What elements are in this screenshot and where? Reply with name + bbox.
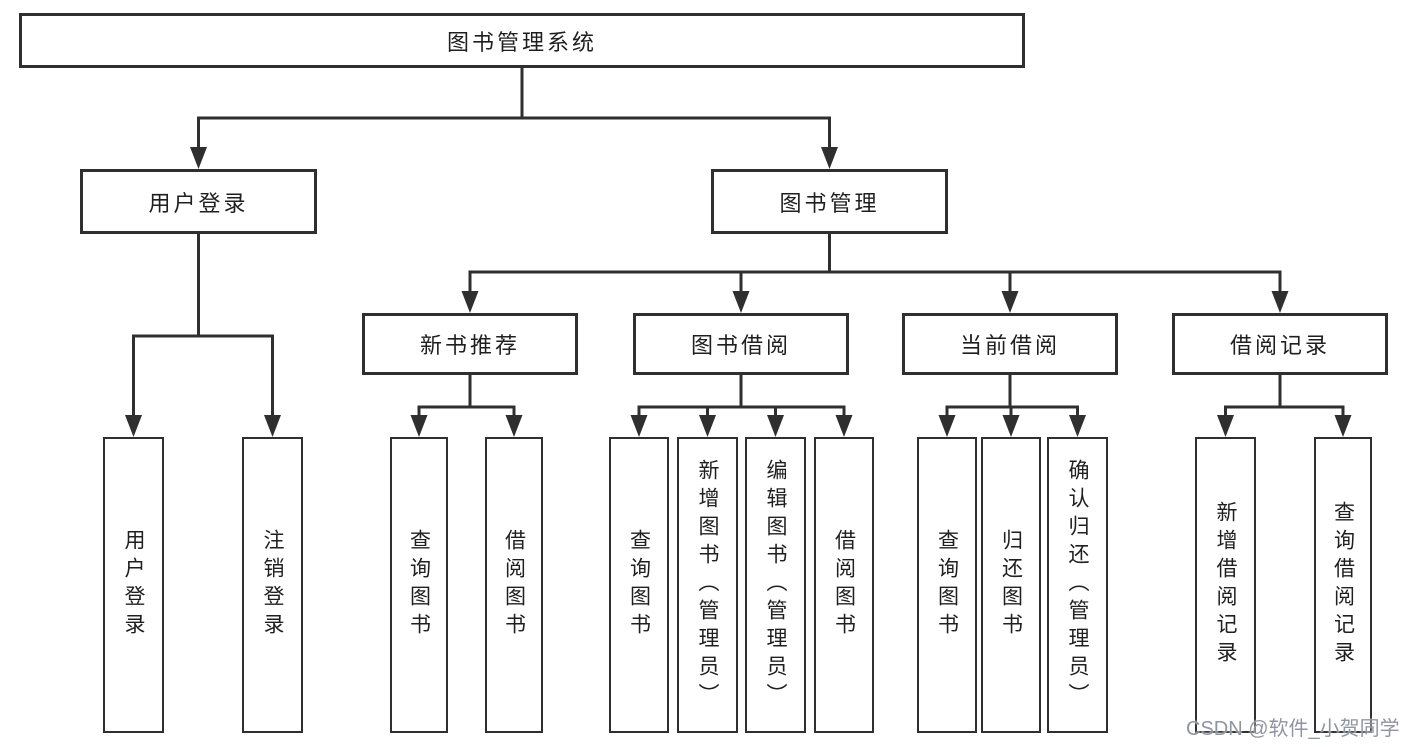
leaf-add-borrow-record: 新增借阅记录 [1195,437,1256,733]
node-current-borrow: 当前借阅 [902,313,1118,375]
arrow-icon [190,147,207,169]
arrow-icon [505,415,523,437]
node-book-management: 图书管理 [711,169,948,234]
node-borrow-records: 借阅记录 [1172,313,1388,375]
arrow-icon [1217,415,1234,437]
arrow-icon [1271,291,1289,313]
arrow-icon [461,291,479,313]
leaf-query-books-recommend: 查询图书 [390,437,448,733]
arrow-icon [1002,415,1020,437]
leaf-query-books-current: 查询图书 [917,437,977,733]
arrow-icon [630,415,648,437]
leaf-query-borrow-record: 查询借阅记录 [1314,437,1372,733]
arrow-icon [1334,415,1352,437]
node-new-book-recommend-label: 新书推荐 [419,333,520,358]
leaf-add-book-admin-label: 新增图书（管理员） [696,459,719,711]
arrow-icon [821,147,838,169]
node-user-login-label: 用户登录 [148,190,249,216]
node-book-borrow-label: 图书借阅 [690,333,791,358]
csdn-watermark: CSDN @软件_小贺同学 [1186,718,1400,740]
node-root: 图书管理系统 [19,13,1025,68]
arrow-icon [732,291,750,313]
leaf-user-login: 用户登录 [103,437,164,733]
arrow-icon [767,415,784,437]
leaf-query-borrow-record-label: 查询借阅记录 [1331,501,1355,669]
leaf-query-books-current-label: 查询图书 [935,529,959,641]
leaf-borrow-books-recommend-label: 借阅图书 [502,529,526,641]
arrow-icon [264,415,281,437]
node-book-borrow: 图书借阅 [633,313,849,375]
leaf-query-books-recommend-label: 查询图书 [407,529,431,641]
node-new-book-recommend: 新书推荐 [362,313,578,375]
arrow-icon [1069,415,1086,437]
node-root-label: 图书管理系统 [446,29,597,55]
leaf-query-books-borrow: 查询图书 [609,437,669,733]
node-current-borrow-label: 当前借阅 [959,333,1060,358]
leaf-logout-login-label: 注销登录 [261,529,284,641]
leaf-borrow-books-label: 借阅图书 [832,529,856,641]
arrow-icon [699,415,716,437]
node-user-login: 用户登录 [80,169,317,234]
leaf-logout-login: 注销登录 [242,437,303,733]
leaf-return-book-label: 归还图书 [999,529,1023,641]
arrow-icon [1001,291,1019,313]
arrow-icon [938,415,956,437]
leaf-confirm-return-admin: 确认归还（管理员） [1047,437,1108,733]
leaf-borrow-books-recommend: 借阅图书 [485,437,543,733]
arrow-icon [835,415,853,437]
leaf-user-login-label: 用户登录 [122,529,145,641]
leaf-edit-book-admin: 编辑图书（管理员） [745,437,806,733]
arrow-icon [125,415,142,437]
leaf-edit-book-admin-label: 编辑图书（管理员） [764,459,787,711]
leaf-query-books-borrow-label: 查询图书 [627,529,651,641]
node-book-management-label: 图书管理 [779,190,880,216]
leaf-confirm-return-admin-label: 确认归还（管理员） [1066,459,1089,711]
leaf-return-book: 归还图书 [981,437,1041,733]
leaf-add-book-admin: 新增图书（管理员） [677,437,738,733]
leaf-borrow-books: 借阅图书 [814,437,874,733]
node-borrow-records-label: 借阅记录 [1229,333,1330,358]
arrow-icon [410,415,428,437]
leaf-add-borrow-record-label: 新增借阅记录 [1214,501,1237,669]
